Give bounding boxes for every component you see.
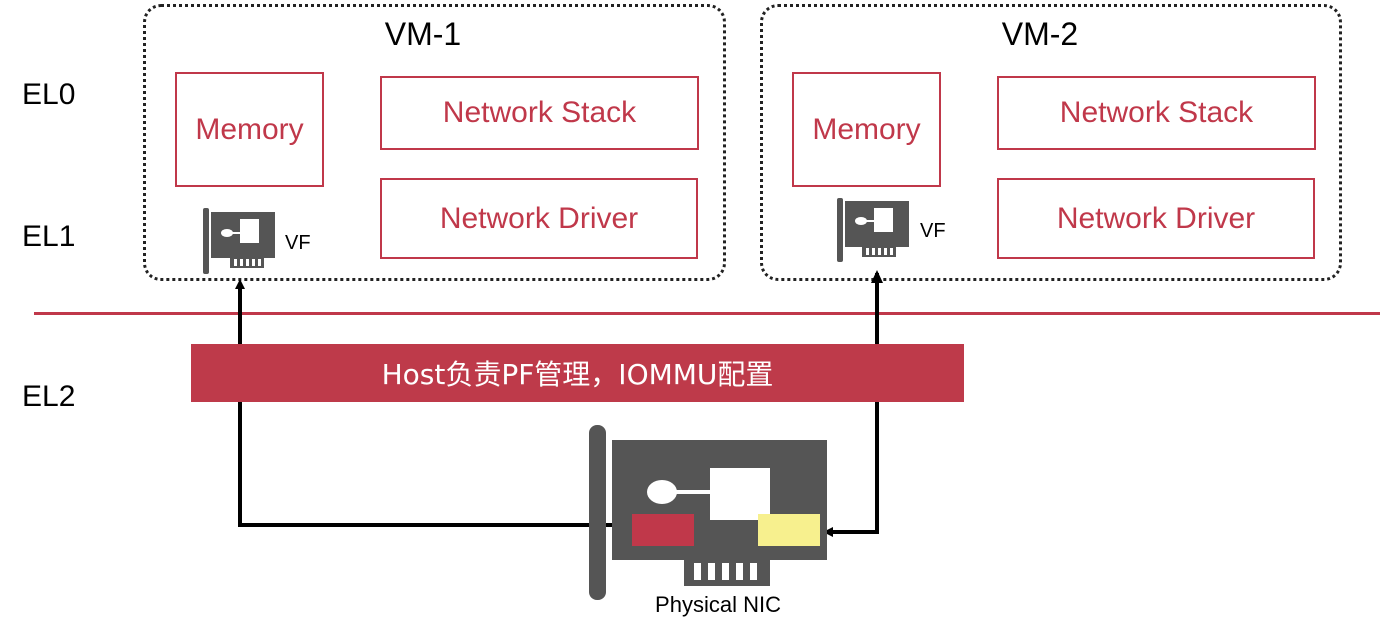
physical-nic-icon: [589, 425, 827, 600]
vm2-network-driver: Network Driver: [997, 178, 1315, 259]
physical-nic-label: Physical NIC: [655, 592, 781, 617]
label-el1: EL1: [22, 220, 76, 253]
vm1-vf-label: VF: [285, 232, 311, 254]
nic-port-vm1: [632, 514, 694, 546]
vm1-network-stack: Network Stack: [380, 76, 699, 150]
vm1-box: [143, 4, 726, 281]
label-el2: EL2: [22, 380, 76, 413]
arrow-nic-to-vm1-vf: [235, 279, 632, 527]
vm1-title: VM-1: [384, 16, 462, 52]
vm2-vf-label: VF: [920, 220, 946, 242]
vm2-vf-card-icon: [837, 198, 909, 262]
vm2-memory: Memory: [792, 72, 941, 187]
nic-port-vm2: [758, 514, 820, 546]
vm2-network-stack: Network Stack: [997, 76, 1316, 150]
vm2-title: VM-2: [1001, 16, 1079, 52]
vm1-network-driver: Network Driver: [380, 178, 698, 259]
arrow-nic-to-vm2-vf: [823, 273, 879, 537]
vm1-memory: Memory: [175, 72, 324, 187]
vm1-vf-card-icon: [203, 208, 275, 274]
host-pf-iommu-bar: Host负责PF管理，IOMMU配置: [191, 344, 964, 402]
vm2-box: [760, 4, 1342, 281]
arrowhead-vm2-vf: [871, 270, 883, 283]
label-el0: EL0: [22, 78, 76, 111]
privilege-divider: [34, 312, 1380, 315]
